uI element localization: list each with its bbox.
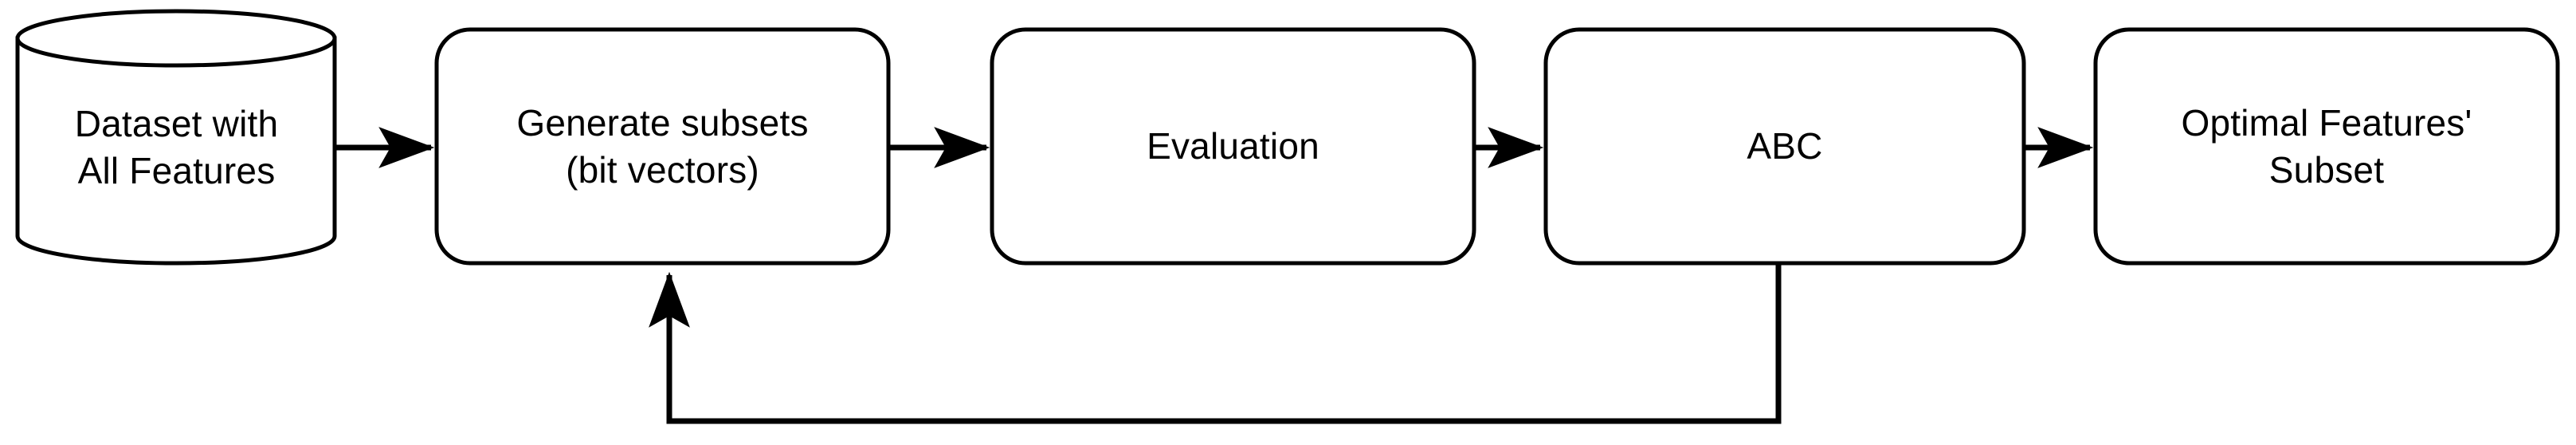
node-dataset-with-all-features[interactable]: [15, 9, 337, 266]
node-abc[interactable]: [1543, 27, 2026, 266]
node-evaluation[interactable]: [990, 27, 1476, 266]
cylinder-body: [15, 36, 337, 266]
node-optimal-features-subset[interactable]: [2093, 27, 2560, 266]
edge-abc-to-generate-feedback: [649, 265, 1782, 424]
cylinder-top-ellipse: [15, 9, 337, 68]
node-generate-subsets[interactable]: [434, 27, 891, 266]
